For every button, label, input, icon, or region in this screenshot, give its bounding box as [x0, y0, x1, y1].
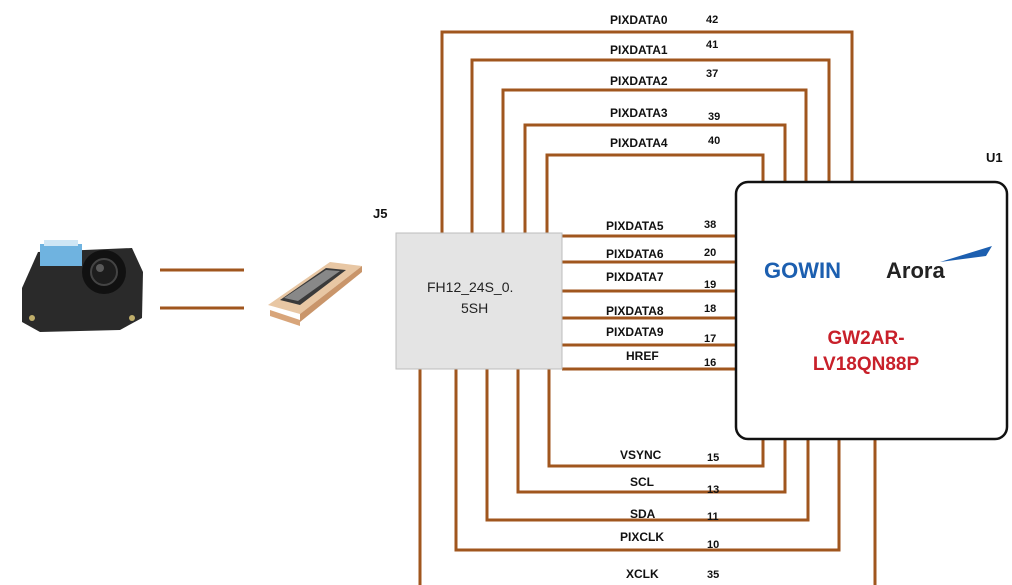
signal-label-pixdata9: PIXDATA9: [606, 325, 664, 339]
pin-number-pixdata9: 17: [704, 333, 716, 345]
wire-pixdata3: [523, 123, 787, 233]
signal-label-pixdata5: PIXDATA5: [606, 219, 664, 233]
pin-number-scl: 13: [707, 484, 719, 496]
pin-number-pixdata4: 40: [708, 135, 720, 147]
signal-label-pixdata7: PIXDATA7: [606, 270, 664, 284]
wire-pixclk: [454, 369, 841, 552]
pin-number-pixdata2: 37: [706, 68, 718, 80]
pin-number-xclk: 35: [707, 569, 719, 581]
wire-pixdata4: [545, 153, 765, 233]
camera-module-icon: [22, 240, 143, 332]
pin-number-pixdata0: 42: [706, 14, 718, 26]
chip-part-line1: GW2AR-: [827, 328, 904, 349]
arora-swoosh-icon: [940, 246, 992, 262]
pin-number-pixclk: 10: [707, 539, 719, 551]
signal-label-href: HREF: [626, 349, 659, 363]
wire-vsync: [547, 369, 765, 468]
signal-label-pixdata4: PIXDATA4: [610, 136, 668, 150]
chip-part-line2: LV18QN88P: [813, 354, 920, 375]
pin-number-pixdata6: 20: [704, 247, 716, 259]
wire-sda: [485, 369, 810, 522]
pin-number-pixdata5: 38: [704, 219, 716, 231]
fpga-chip-u1: U1 GOWIN Arora GW2AR- LV18QN88P: [734, 150, 1009, 441]
wire-pixdata1: [470, 58, 831, 233]
signal-label-scl: SCL: [630, 475, 654, 489]
signal-label-pixdata8: PIXDATA8: [606, 304, 664, 318]
pin-number-href: 16: [704, 357, 716, 369]
wire-scl: [516, 369, 787, 494]
signal-label-pixdata6: PIXDATA6: [606, 247, 664, 261]
chip-ref-u1: U1: [986, 150, 1003, 165]
pin-number-sda: 11: [707, 511, 719, 523]
signal-label-vsync: VSYNC: [620, 448, 662, 462]
pin-number-pixdata1: 41: [706, 39, 718, 51]
arora-logo: Arora: [886, 258, 945, 283]
signal-label-pixdata2: PIXDATA2: [610, 74, 668, 88]
signal-label-xclk: XCLK: [626, 567, 659, 581]
connector-part-number-line2: 5SH: [461, 300, 488, 316]
signal-label-sda: SDA: [630, 507, 656, 521]
connector-part-number-line1: FH12_24S_0.: [427, 279, 513, 295]
pin-number-pixdata7: 19: [704, 279, 716, 291]
pin-number-pixdata8: 18: [704, 303, 716, 315]
signal-label-pixdata3: PIXDATA3: [610, 106, 668, 120]
wires: [418, 30, 877, 585]
pin-number-vsync: 15: [707, 452, 719, 464]
wire-pixdata2: [501, 88, 808, 233]
pin-number-pixdata3: 39: [708, 111, 720, 123]
connector-ref-j5: J5: [373, 206, 387, 221]
connector-j5: FH12_24S_0. 5SH J5: [373, 206, 563, 370]
signal-label-pixclk: PIXCLK: [620, 530, 664, 544]
signal-label-pixdata0: PIXDATA0: [610, 13, 668, 27]
gowin-logo: GOWIN: [764, 258, 841, 283]
wire-pixdata0: [440, 30, 854, 233]
ffc-connector-icon: [268, 262, 362, 326]
signal-label-pixdata1: PIXDATA1: [610, 43, 668, 57]
